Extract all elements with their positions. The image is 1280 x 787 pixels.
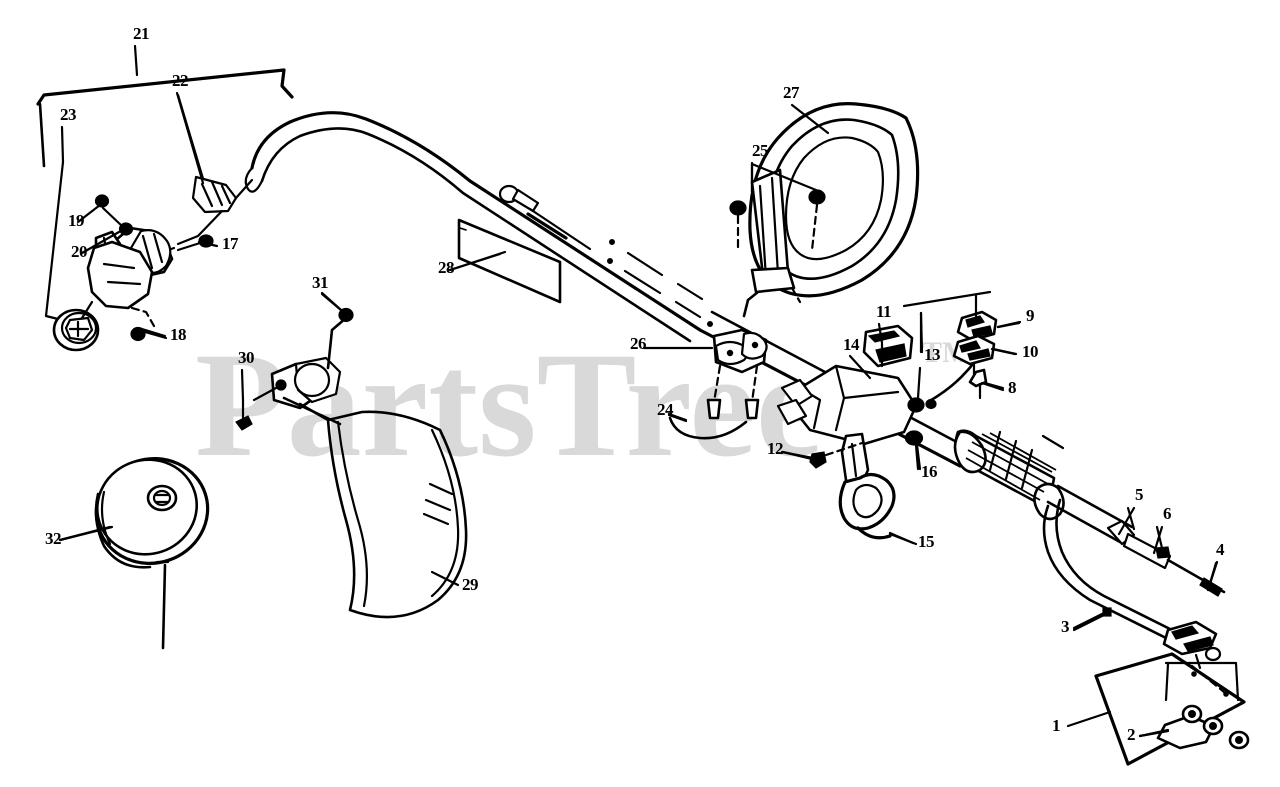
- boom-centerline: [528, 207, 713, 328]
- callout-number-27[interactable]: 27: [783, 83, 801, 102]
- callout-number-11[interactable]: 11: [876, 302, 892, 321]
- callout-number-13[interactable]: 13: [924, 345, 941, 364]
- callout-leader-21: [133, 44, 139, 77]
- callout-leader-13: [919, 311, 924, 354]
- part-9-10-clamps: [952, 294, 1021, 384]
- callout-leader-29: [430, 570, 460, 587]
- callout-leader-10: [991, 347, 1018, 356]
- part-11-switch: [862, 324, 914, 368]
- callout-leader-12: [780, 450, 820, 461]
- callout-number-2[interactable]: 2: [1127, 725, 1136, 744]
- callout-number-25[interactable]: 25: [752, 141, 769, 160]
- callout-leader-1: [1066, 710, 1112, 728]
- part-26-hanger-clamp: [667, 328, 768, 440]
- callout-leader-23: [60, 125, 65, 164]
- callout-number-32[interactable]: 32: [45, 529, 62, 548]
- callout-number-20[interactable]: 20: [71, 242, 88, 261]
- callout-leader-32: [58, 525, 112, 542]
- callout-leader-15: [888, 531, 915, 545]
- callout-number-31[interactable]: 31: [312, 273, 329, 292]
- part-2-brackets: [1162, 620, 1222, 670]
- callout-leader-3: [1072, 610, 1108, 630]
- bracket-13: [902, 290, 992, 308]
- callout-number-5[interactable]: 5: [1135, 485, 1144, 504]
- part-15-hand-guard: [838, 472, 918, 546]
- part-20-screw: [118, 222, 134, 236]
- callout-number-6[interactable]: 6: [1163, 504, 1172, 523]
- part-31-knob: [338, 307, 354, 323]
- callout-leader-6: [1152, 525, 1164, 555]
- callout-leader-16: [915, 443, 922, 471]
- part-27-loop-handle: [729, 102, 920, 318]
- callout-number-9[interactable]: 9: [1026, 306, 1035, 325]
- callout-leader-8: [980, 381, 1005, 392]
- callout-leader-31: [320, 291, 343, 312]
- callout-number-28[interactable]: 28: [438, 258, 455, 277]
- callout-leader-14: [848, 354, 872, 380]
- callout-number-16[interactable]: 16: [921, 462, 938, 481]
- part-32-spool: [58, 457, 210, 650]
- bracket-21-23: [36, 68, 294, 168]
- callout-leader-30: [240, 368, 245, 402]
- callout-leader-9: [996, 320, 1022, 329]
- callout-leader-22: [175, 91, 205, 185]
- part-23-knob: [52, 308, 100, 352]
- callout-leader-20: [80, 230, 121, 255]
- callout-number-14[interactable]: 14: [843, 335, 861, 354]
- part-1-panel: [1094, 652, 1250, 766]
- callout-number-21[interactable]: 21: [133, 24, 150, 43]
- callout-leaders: [58, 44, 1219, 738]
- callout-leader-4: [1206, 560, 1219, 592]
- throttle-control-assembly: [52, 175, 254, 352]
- part-18-screw: [130, 326, 146, 342]
- callout-number-30[interactable]: 30: [238, 348, 255, 367]
- callout-leader-17: [197, 240, 219, 248]
- callout-leader-2: [1138, 728, 1170, 738]
- callout-leader-27: [790, 103, 830, 135]
- part-16-nut: [904, 430, 924, 446]
- upper-boom-tube: [244, 111, 702, 343]
- callout-leader-11: [877, 322, 884, 345]
- part-19-screw: [94, 194, 110, 208]
- callout-number-22[interactable]: 22: [172, 71, 189, 90]
- part-13-pin: [907, 397, 925, 413]
- callout-number-8[interactable]: 8: [1008, 378, 1017, 397]
- part-25-bolt-left: [729, 200, 747, 216]
- part-25-bolt-right: [808, 189, 826, 205]
- callout-leader-18: [140, 327, 167, 338]
- callout-number-24[interactable]: 24: [657, 400, 675, 419]
- callout-number-3[interactable]: 3: [1061, 617, 1070, 636]
- callout-number-12[interactable]: 12: [767, 439, 784, 458]
- callout-number-29[interactable]: 29: [462, 575, 479, 594]
- callout-leader-24: [667, 412, 688, 422]
- part-28-decal: [448, 218, 562, 304]
- callout-number-17[interactable]: 17: [222, 234, 240, 253]
- callout-number-18[interactable]: 18: [170, 325, 187, 344]
- lower-shaft: [1046, 484, 1226, 597]
- callout-number-23[interactable]: 23: [60, 105, 77, 124]
- callout-number-10[interactable]: 10: [1022, 342, 1039, 361]
- callout-number-1[interactable]: 1: [1052, 716, 1061, 735]
- callout-leader-19: [76, 203, 102, 224]
- callout-leader-5: [1117, 506, 1136, 536]
- callout-number-19[interactable]: 19: [68, 211, 85, 230]
- callout-number-4[interactable]: 4: [1216, 540, 1226, 559]
- callout-number-15[interactable]: 15: [918, 532, 935, 551]
- part-29-guard: [235, 292, 468, 619]
- callout-leader-28: [448, 252, 502, 272]
- callout-number-26[interactable]: 26: [630, 334, 647, 353]
